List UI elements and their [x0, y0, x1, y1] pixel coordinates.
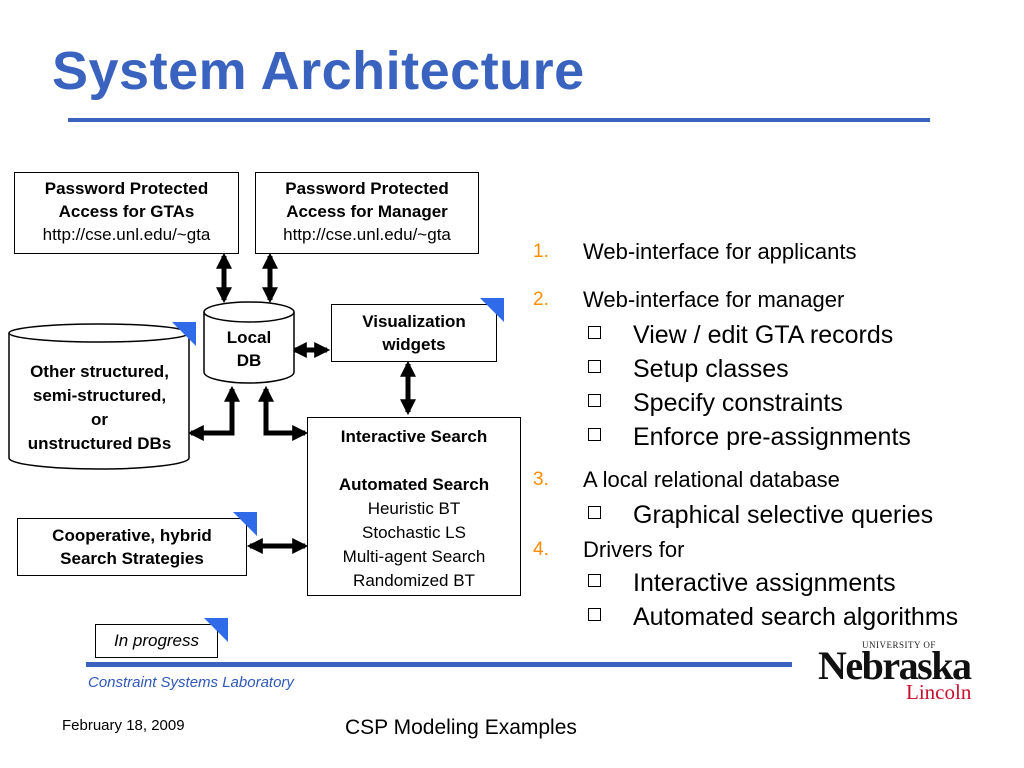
list-item-3: 3. A local relational database [533, 466, 1013, 498]
list-sub-item: Interactive assignments [533, 566, 1013, 600]
footer-center: CSP Modeling Examples [345, 716, 577, 739]
list-sub-item: Automated search algorithms [533, 600, 1013, 634]
visualization-line2: widgets [382, 335, 446, 354]
local-db-cylinder [203, 301, 295, 384]
cooperative-line2: Search Strategies [60, 549, 204, 568]
list-sub-item: View / edit GTA records [533, 318, 1013, 352]
list-number: 2. [533, 289, 549, 310]
list-text: Web-interface for applicants [583, 239, 857, 264]
sub-text: Automated search algorithms [633, 603, 959, 631]
checkbox-icon [588, 574, 601, 587]
list-item-1: 1. Web-interface for applicants [533, 238, 1013, 286]
list-number: 3. [533, 469, 549, 490]
list-text: A local relational database [583, 467, 840, 492]
cooperative-box: Cooperative, hybrid Search Strategies [17, 518, 247, 576]
footer-date: February 18, 2009 [62, 717, 185, 734]
feature-list: 1. Web-interface for applicants 2. Web-i… [533, 238, 1013, 634]
search-line4: Stochastic LS [362, 523, 466, 542]
other-db-cylinder [8, 323, 190, 470]
other-db-label: Other structured, semi-structured, or un… [7, 360, 192, 456]
list-item-2: 2. Web-interface for manager [533, 286, 1013, 318]
gta-box-line2: Access for GTAs [58, 202, 195, 221]
list-sub-item: Enforce pre-assignments [533, 420, 1013, 466]
list-number: 4. [533, 539, 549, 560]
other-db-flag-icon [172, 322, 196, 346]
other-db-line3: or [91, 410, 108, 429]
search-line2: Automated Search [338, 475, 490, 494]
logo-top-text: UNIVERSITY OF [862, 640, 936, 650]
list-sub-item: Graphical selective queries [533, 498, 1013, 536]
list-text: Drivers for [583, 537, 685, 562]
list-number: 1. [533, 241, 549, 262]
list-sub-item: Specify constraints [533, 386, 1013, 420]
checkbox-icon [588, 394, 601, 407]
local-db-label: Local DB [202, 326, 296, 372]
search-line1: Interactive Search [340, 427, 488, 446]
list-text: Web-interface for manager [583, 287, 845, 312]
visualization-line1: Visualization [362, 312, 466, 331]
sub-text: Graphical selective queries [633, 501, 934, 529]
checkbox-icon [588, 506, 601, 519]
in-progress-legend: In progress [95, 624, 218, 658]
logo-sub-text: Lincoln [906, 680, 972, 704]
list-sub-item: Setup classes [533, 352, 1013, 386]
manager-access-box: Password Protected Access for Manager ht… [255, 172, 479, 254]
sub-text: Setup classes [633, 355, 789, 383]
logo-main-text: Nebraska [818, 643, 972, 688]
footer-rule [86, 662, 792, 667]
visualization-flag-icon [480, 298, 504, 322]
footer-lab: Constraint Systems Laboratory [88, 674, 294, 691]
search-line3: Heuristic BT [367, 499, 461, 518]
list-item-4: 4. Drivers for [533, 536, 1013, 566]
arrow-otherdb-db [187, 385, 241, 442]
other-db-line2: semi-structured, [32, 386, 167, 405]
gta-access-box: Password Protected Access for GTAs http:… [14, 172, 239, 254]
search-spacer [308, 449, 520, 473]
search-box: Interactive Search Automated Search Heur… [307, 417, 521, 596]
manager-box-url: http://cse.unl.edu/~gta [283, 225, 451, 244]
checkbox-icon [588, 360, 601, 373]
local-db-line1: Local [226, 328, 272, 347]
local-db-line2: DB [236, 351, 262, 370]
in-progress-text: In progress [113, 631, 200, 650]
search-line6: Randomized BT [353, 571, 475, 590]
slide-title: System Architecture [52, 41, 585, 101]
search-line5: Multi-agent Search [342, 547, 486, 566]
arrow-db-search [257, 385, 309, 442]
sub-text: Specify constraints [633, 389, 843, 417]
nebraska-logo: UNIVERSITY OF Nebraska Lincoln [818, 640, 972, 704]
sub-text: Interactive assignments [633, 569, 896, 597]
checkbox-icon [588, 326, 601, 339]
gta-box-url: http://cse.unl.edu/~gta [42, 225, 211, 244]
manager-box-line1: Password Protected [285, 179, 449, 198]
cooperative-flag-icon [233, 512, 257, 536]
manager-box-line2: Access for Manager [286, 202, 448, 221]
gta-box-line1: Password Protected [44, 179, 209, 198]
checkbox-icon [588, 608, 601, 621]
visualization-box: Visualization widgets [331, 304, 497, 362]
checkbox-icon [588, 428, 601, 441]
cooperative-line1: Cooperative, hybrid [52, 526, 212, 545]
other-db-line1: Other structured, [30, 362, 169, 381]
sub-text: View / edit GTA records [633, 321, 894, 349]
in-progress-flag-icon [204, 618, 228, 642]
other-db-line4: unstructured DBs [27, 434, 172, 453]
title-underline [68, 118, 930, 122]
sub-text: Enforce pre-assignments [633, 423, 911, 451]
